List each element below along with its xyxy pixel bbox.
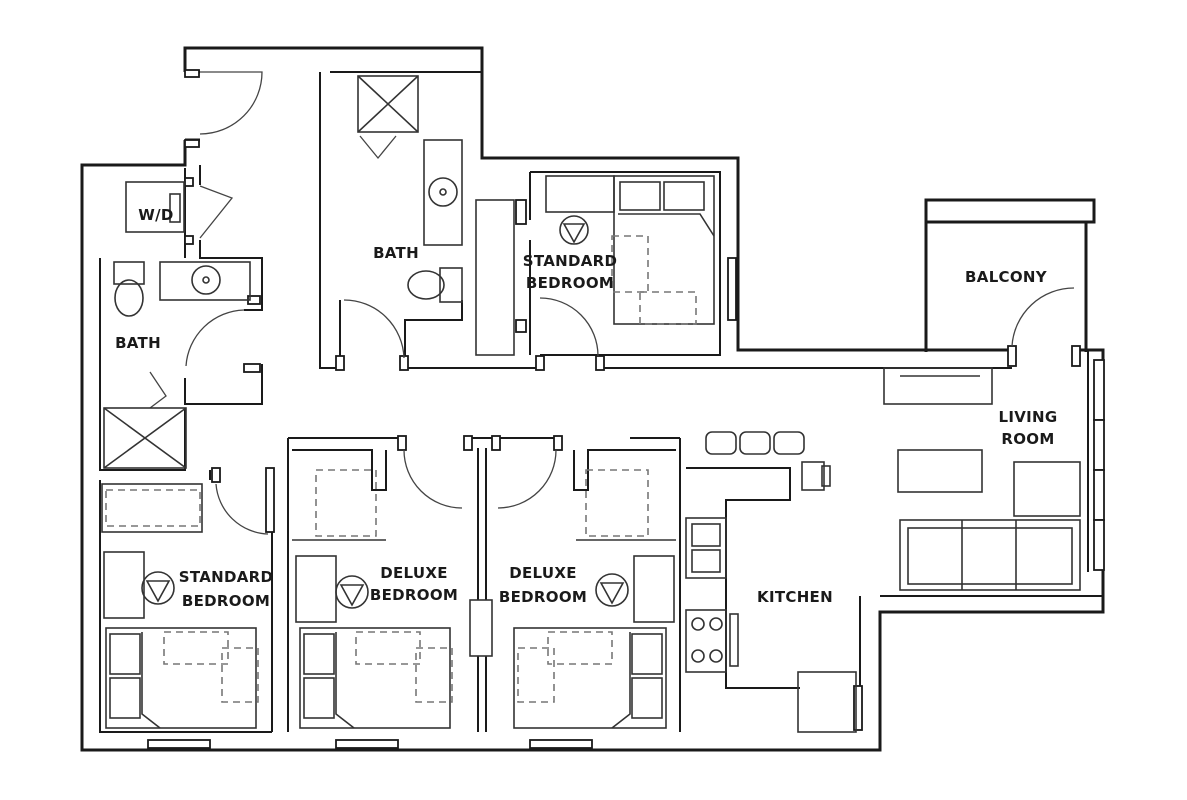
- label-deluxe-bedroom-1-line2: BEDROOM: [370, 586, 458, 604]
- exterior-walls: [80, 46, 1105, 752]
- doors: [149, 69, 1081, 731]
- label-standard-bedroom-top-line2: BEDROOM: [526, 274, 614, 292]
- label-standard-bedroom-left-line2: BEDROOM: [182, 592, 270, 610]
- label-wd: W/D: [138, 206, 173, 224]
- label-deluxe-bedroom-2-line2: BEDROOM: [499, 588, 587, 606]
- windows: [147, 257, 1105, 749]
- room-labels: W/D BATH BATH STANDARD BEDROOM BALCONY L…: [115, 206, 1057, 610]
- label-living-room-line1: LIVING: [999, 408, 1058, 426]
- label-kitchen: KITCHEN: [757, 588, 833, 606]
- desk-chair-icons: [141, 215, 629, 609]
- center-bath-fixtures: [357, 75, 463, 303]
- label-deluxe-bedroom-1-line1: DELUXE: [380, 564, 448, 582]
- label-living-room-line2: ROOM: [1001, 430, 1054, 448]
- label-standard-bedroom-left-line1: STANDARD: [179, 568, 274, 586]
- washer-dryer: [125, 181, 185, 233]
- label-balcony: BALCONY: [965, 268, 1048, 286]
- label-deluxe-bedroom-2-line1: DELUXE: [509, 564, 577, 582]
- label-bath-center: BATH: [373, 244, 419, 262]
- left-bath-fixtures: [103, 261, 251, 469]
- deluxe-bedroom-1-furniture: [292, 449, 453, 729]
- standard-bedroom-top-furniture: [545, 175, 715, 325]
- kitchen-fixtures: [685, 431, 857, 733]
- balcony: [924, 198, 1096, 352]
- label-bath-left: BATH: [115, 334, 161, 352]
- deluxe-bedroom-2-furniture: [469, 449, 676, 729]
- interior-walls: [99, 71, 1103, 733]
- living-room-furniture: [883, 367, 1081, 591]
- standard-bedroom-left-furniture: [101, 483, 259, 729]
- label-standard-bedroom-top-line1: STANDARD: [523, 252, 618, 270]
